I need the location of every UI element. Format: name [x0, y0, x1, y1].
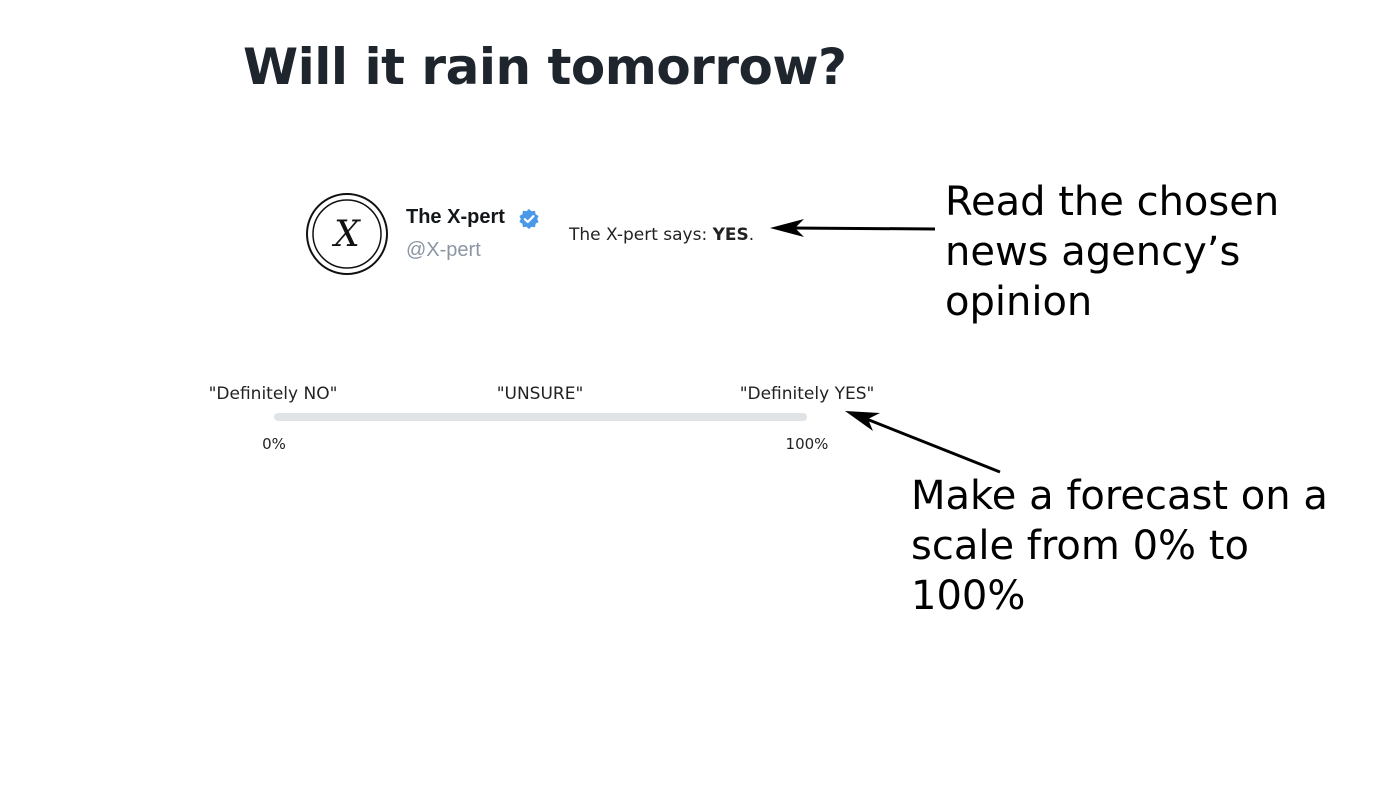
- annotation-read-opinion: Read the chosen news agency’s opinion: [945, 179, 1280, 325]
- x-monogram-seal-icon: X: [306, 193, 388, 275]
- scale-label-definitely-no: "Definitely NO": [208, 384, 338, 404]
- arrow-left-icon: [770, 219, 936, 237]
- scale-max-label: 100%: [785, 435, 829, 453]
- question-title: Will it rain tomorrow?: [243, 38, 847, 96]
- scale-label-definitely-yes: "Definitely YES": [739, 384, 875, 404]
- annotation-make-forecast: Make a forecast on a scale from 0% to 10…: [911, 473, 1328, 619]
- forecast-slider-track[interactable]: [274, 413, 807, 421]
- arrow-up-left-icon: [845, 411, 1001, 474]
- avatar-letter: X: [331, 214, 361, 255]
- account-display-name: The X-pert: [406, 206, 505, 228]
- expert-opinion: The X-pert says: YES.: [569, 225, 754, 245]
- opinion-suffix: .: [748, 225, 755, 245]
- opinion-prefix: The X-pert says:: [569, 225, 713, 245]
- scale-label-unsure: "UNSURE": [496, 384, 584, 404]
- verified-badge-icon: [519, 209, 539, 229]
- verified-badge-shape: [519, 209, 539, 229]
- account-handle: @X-pert: [406, 239, 481, 261]
- opinion-answer: YES: [712, 225, 749, 245]
- scale-min-label: 0%: [262, 435, 286, 453]
- verified-check-mark: [523, 215, 535, 224]
